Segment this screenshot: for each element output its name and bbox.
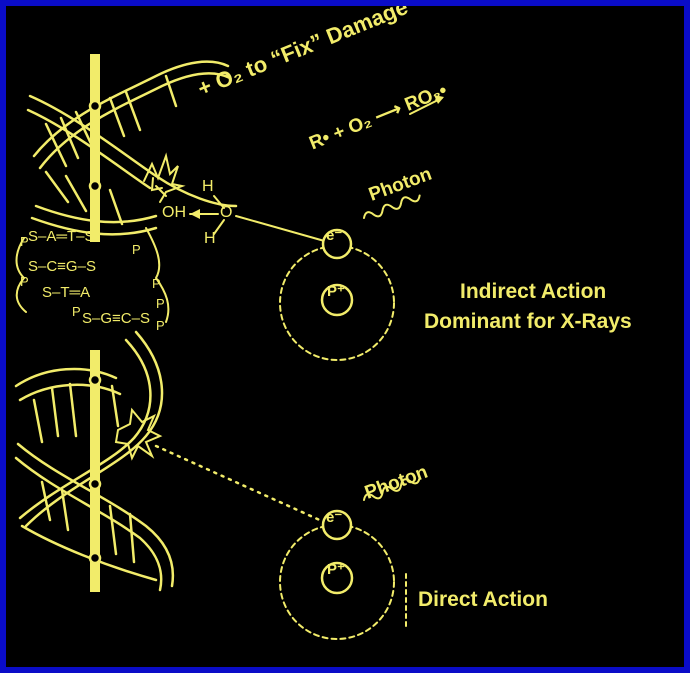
phosphate-label: P [72, 304, 81, 319]
upper-strand-a-inner [38, 72, 232, 170]
phosphate-label: P [156, 296, 165, 311]
upper-rung [108, 96, 126, 138]
upper-strand-b-inner [26, 108, 152, 190]
lower-rung [32, 398, 44, 444]
upper-rung [108, 188, 124, 226]
lower-strand-c [16, 442, 175, 588]
ladder-left-backbone [15, 237, 27, 313]
lower-helix-node [88, 373, 102, 387]
direct-action-label: Direct Action [418, 588, 548, 611]
upper-helix-axis [90, 54, 100, 242]
electron-to-water-line [235, 215, 329, 243]
proton-top-label: P⁺ [327, 283, 345, 300]
indirect-action-label: Indirect Action [460, 280, 607, 303]
diagram-frame: + O₂ to “Fix” Damage R• + O₂ ⟶ RO₂• Phot… [6, 6, 684, 667]
lower-helix-axis [90, 350, 100, 592]
lower-photon-wave [363, 476, 421, 501]
phosphate-label: P [156, 318, 165, 333]
upper-rung [59, 116, 80, 160]
upper-rung [164, 74, 178, 108]
indirect-path [150, 177, 329, 524]
lower-strand-a-inner [18, 338, 152, 520]
radical-arrow-shaft [155, 185, 167, 197]
direct-dotted-line [154, 444, 326, 524]
upper-helix-node [88, 99, 102, 113]
lower-atom [279, 476, 421, 640]
hydroxyl-label: OH [162, 204, 186, 221]
phosphate-label: P [152, 276, 161, 291]
upper-strand-b-outer [28, 94, 238, 208]
upper-rung [74, 110, 96, 152]
lower-rung [128, 512, 136, 564]
lower-rung [50, 386, 60, 438]
upper-strand-c [34, 204, 158, 224]
ladder-right-backbone [145, 227, 170, 323]
oh-arrow-head [190, 209, 200, 219]
reaction-arrow-head [434, 95, 444, 104]
electron-bottom-label: e⁻ [326, 509, 343, 526]
phosphate-label: P [132, 242, 141, 257]
upper-photon-wave [363, 194, 421, 219]
phosphate-label: P [20, 234, 29, 249]
lower-helix-node [88, 551, 102, 565]
lower-strand-break-mark [114, 407, 163, 461]
lower-dna-helix [14, 330, 175, 592]
lower-atom-shell [279, 524, 395, 640]
upper-strand-c-inner [30, 216, 158, 236]
water-bond-top [213, 195, 225, 209]
oxygen-label: O [220, 204, 233, 221]
lower-strand-d [20, 524, 158, 582]
lower-rung [110, 384, 120, 428]
radical-arrow-head [150, 177, 163, 192]
base-pair-row-4: S–G≡C–S [82, 310, 150, 327]
lower-strand-c-inner [14, 456, 163, 592]
dominant-xrays-label: Dominant for X-Rays [424, 310, 632, 333]
upper-rung [44, 122, 68, 168]
upper-electron [321, 228, 353, 260]
base-pair-row-2: S–C≡G–S [28, 258, 96, 275]
radiation-dna-diagram [14, 54, 444, 640]
lower-strand-b [14, 367, 118, 388]
lower-proton [320, 561, 354, 595]
lower-electron [321, 509, 353, 541]
base-pair-row-3: S–T═A [42, 284, 91, 301]
upper-rung [124, 90, 142, 132]
upper-dna-helix [26, 54, 238, 242]
upper-atom-shell [279, 245, 395, 361]
upper-strand-break-mark [143, 152, 186, 203]
water-bond-bottom [213, 219, 225, 235]
lower-rung [60, 488, 70, 532]
lower-rung [68, 382, 78, 438]
electron-top-label: e⁻ [326, 227, 343, 244]
upper-helix-node [88, 179, 102, 193]
proton-bottom-label: P⁺ [327, 561, 345, 578]
lower-rung [108, 504, 118, 556]
upper-atom [279, 194, 421, 361]
lower-rung [40, 480, 52, 522]
lower-helix-node [88, 477, 102, 491]
lower-strand-a [24, 330, 164, 528]
upper-rung [64, 174, 88, 213]
base-pair-ladder [15, 227, 170, 323]
phosphate-label: P [20, 274, 29, 289]
hydrogen-top-label: H [202, 178, 214, 195]
base-pair-row-1: S–A═T–S [28, 228, 95, 245]
upper-rung [44, 170, 70, 204]
hydrogen-bottom-label: H [204, 230, 216, 247]
upper-proton [320, 283, 354, 317]
